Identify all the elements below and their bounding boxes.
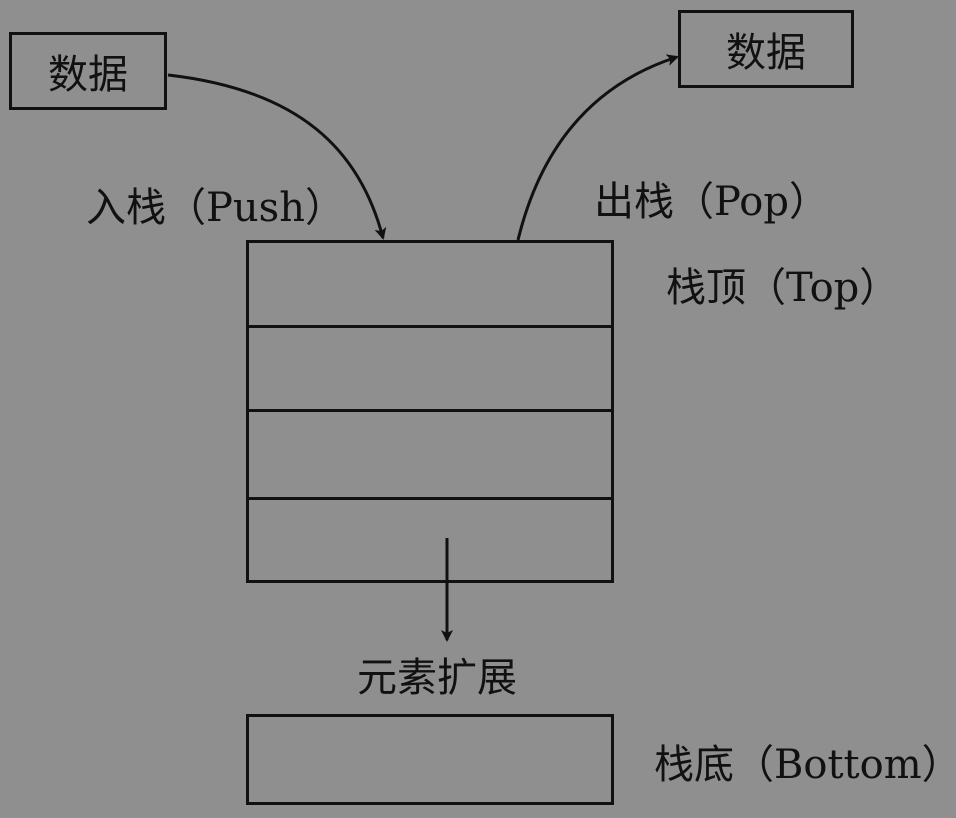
stack-bottom-box (246, 714, 614, 805)
expand-label: 元素扩展 (357, 655, 517, 701)
push-arrow (167, 73, 387, 240)
source-data-label: 数据 (48, 52, 128, 98)
stack-cell (249, 243, 611, 325)
target-data-label: 数据 (726, 30, 806, 76)
pop-label: 出栈（Pop） (594, 179, 829, 225)
stack-cell (249, 409, 611, 497)
top-label: 栈顶（Top） (666, 265, 900, 311)
source-data-box: 数据 (9, 32, 167, 110)
stack-cell (249, 325, 611, 409)
pop-arrow (516, 54, 679, 241)
stack-container (246, 240, 614, 583)
bottom-label: 栈底（Bottom） (654, 742, 956, 788)
push-label: 入栈（Push） (86, 185, 345, 231)
stack-cell (249, 497, 611, 583)
target-data-box: 数据 (678, 10, 854, 88)
